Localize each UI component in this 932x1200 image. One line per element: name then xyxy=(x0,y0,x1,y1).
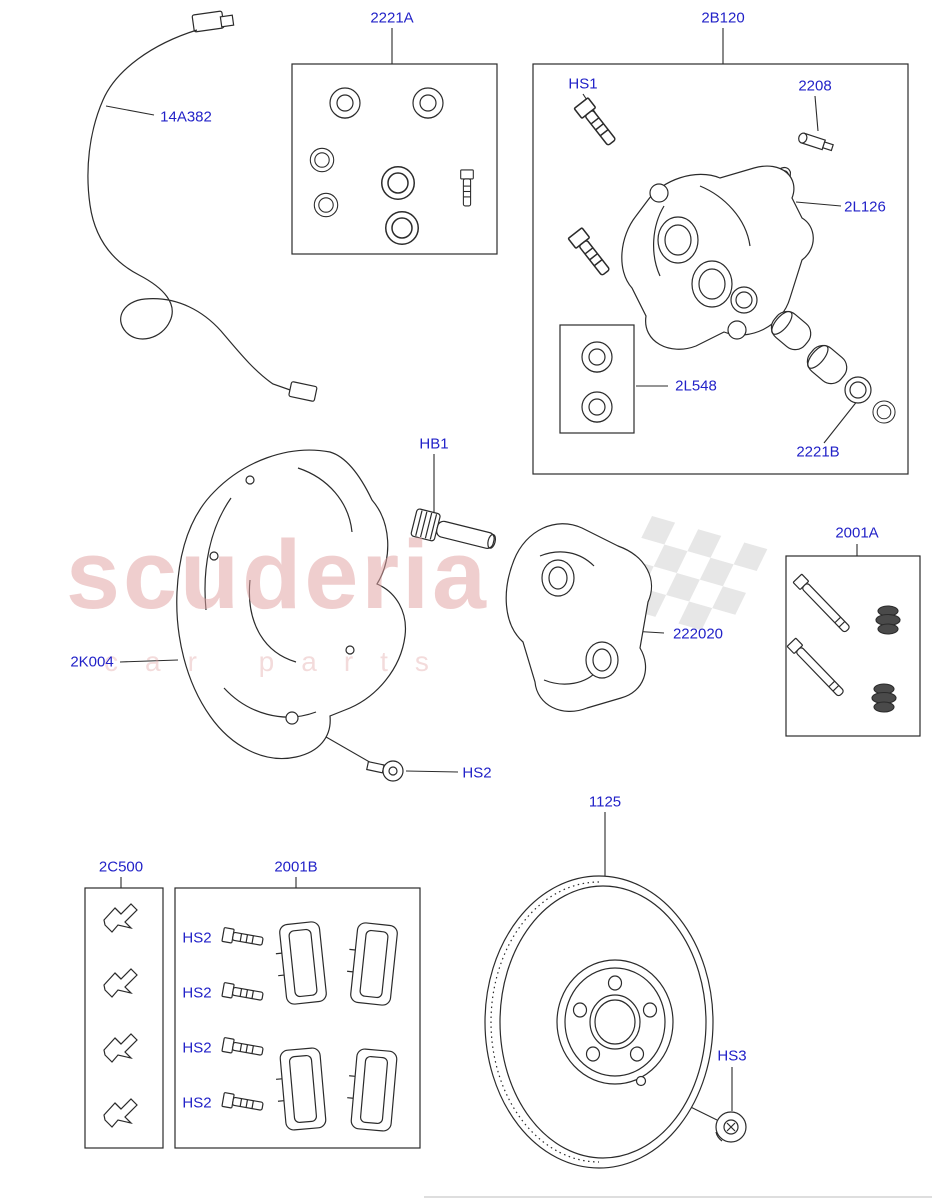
brake-disc-drawing xyxy=(484,875,714,1169)
label-disc: 1125 xyxy=(588,793,622,811)
shield-bolt-drawing xyxy=(366,760,404,782)
box-clip-kit xyxy=(84,887,164,1149)
brake-caliper-drawing xyxy=(621,165,814,350)
label-piston-seal-kit: 2221B xyxy=(796,443,840,461)
label-lever: 2L126 xyxy=(844,198,886,216)
splash-shield-drawing xyxy=(176,449,407,760)
caliper-carrier-drawing xyxy=(505,523,653,713)
label-sensor: 14A382 xyxy=(160,108,212,126)
guide-pin-bolt-drawing xyxy=(410,508,497,549)
label-pad-kit: 2001B xyxy=(274,858,318,876)
box-caliper-assembly xyxy=(532,63,909,475)
label-splash-shield: 2K004 xyxy=(70,653,114,671)
label-clip-kit: 2C500 xyxy=(98,858,144,876)
label-guide-pin-bolt: HB1 xyxy=(419,435,449,453)
label-shield-bolt: HS2 xyxy=(462,764,492,782)
leader-lines xyxy=(105,28,932,1198)
label-disc-screw: HS3 xyxy=(717,1047,747,1065)
label-carrier: 222020 xyxy=(672,625,724,643)
label-caliper-bolt: HS1 xyxy=(568,75,598,93)
label-nut-kit: 2L548 xyxy=(675,377,717,395)
bleed-screw-drawing xyxy=(798,132,834,152)
box-seal-kit-a xyxy=(291,63,498,255)
group-boxes xyxy=(84,63,921,1149)
label-pad-bolt-3: HS2 xyxy=(182,1039,212,1057)
box-nut-kit xyxy=(559,324,635,434)
label-caliper-assembly: 2B120 xyxy=(701,9,745,27)
label-pad-bolt-1: HS2 xyxy=(182,929,212,947)
label-pad-bolt-4: HS2 xyxy=(182,1094,212,1112)
box-pad-kit xyxy=(174,887,421,1149)
disc-screw-drawing xyxy=(715,1111,747,1143)
label-guide-pin-kit: 2001A xyxy=(835,524,879,542)
label-pad-bolt-2: HS2 xyxy=(182,984,212,1002)
box-guide-pin-kit xyxy=(785,555,921,737)
abs-sensor-drawing xyxy=(87,10,318,402)
label-seal-kit-a: 2221A xyxy=(370,9,414,27)
label-bleed-screw: 2208 xyxy=(798,77,832,95)
